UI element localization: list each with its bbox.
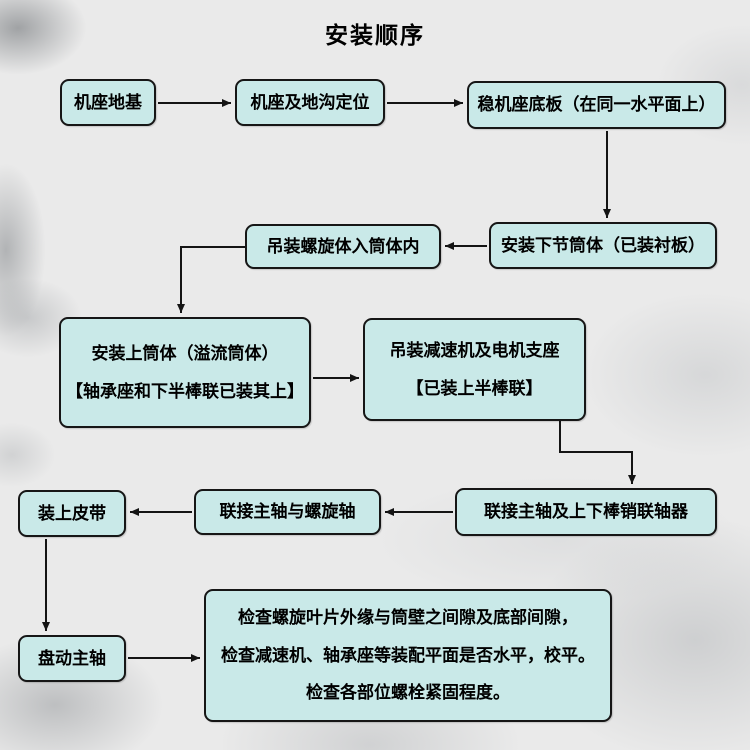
flow-node-stabilize-baseplate: 稳机座底板（在同一水平面上） bbox=[467, 81, 726, 129]
flow-node-rotate-main-shaft: 盘动主轴 bbox=[18, 635, 126, 682]
flow-node-base-trench-position: 机座及地沟定位 bbox=[235, 79, 385, 126]
flow-node-install-belt: 装上皮带 bbox=[18, 490, 126, 537]
arrow-n5-n6 bbox=[177, 246, 245, 313]
arrow-n7-n8 bbox=[559, 421, 636, 484]
flow-node-base-foundation: 机座地基 bbox=[60, 79, 156, 126]
flow-node-connect-main-spiral: 联接主轴与螺旋轴 bbox=[194, 489, 381, 535]
flow-node-hoist-reducer-motor: 吊装减速机及电机支座 【已装上半棒联】 bbox=[363, 318, 586, 421]
flow-node-final-inspection: 检查螺旋叶片外缘与筒壁之间隙及底部间隙， 检查减速机、轴承座等装配平面是否水平，… bbox=[204, 589, 612, 722]
flow-node-connect-pin-coupling: 联接主轴及上下棒销联轴器 bbox=[455, 488, 717, 536]
flow-node-hoist-spiral: 吊装螺旋体入筒体内 bbox=[245, 224, 441, 269]
flow-node-install-upper-shell: 安装上筒体（溢流筒体） 【轴承座和下半棒联已装其上】 bbox=[59, 317, 311, 428]
flow-node-install-lower-shell: 安装下节筒体（已装衬板） bbox=[489, 222, 717, 269]
page-title: 安装顺序 bbox=[325, 22, 425, 48]
